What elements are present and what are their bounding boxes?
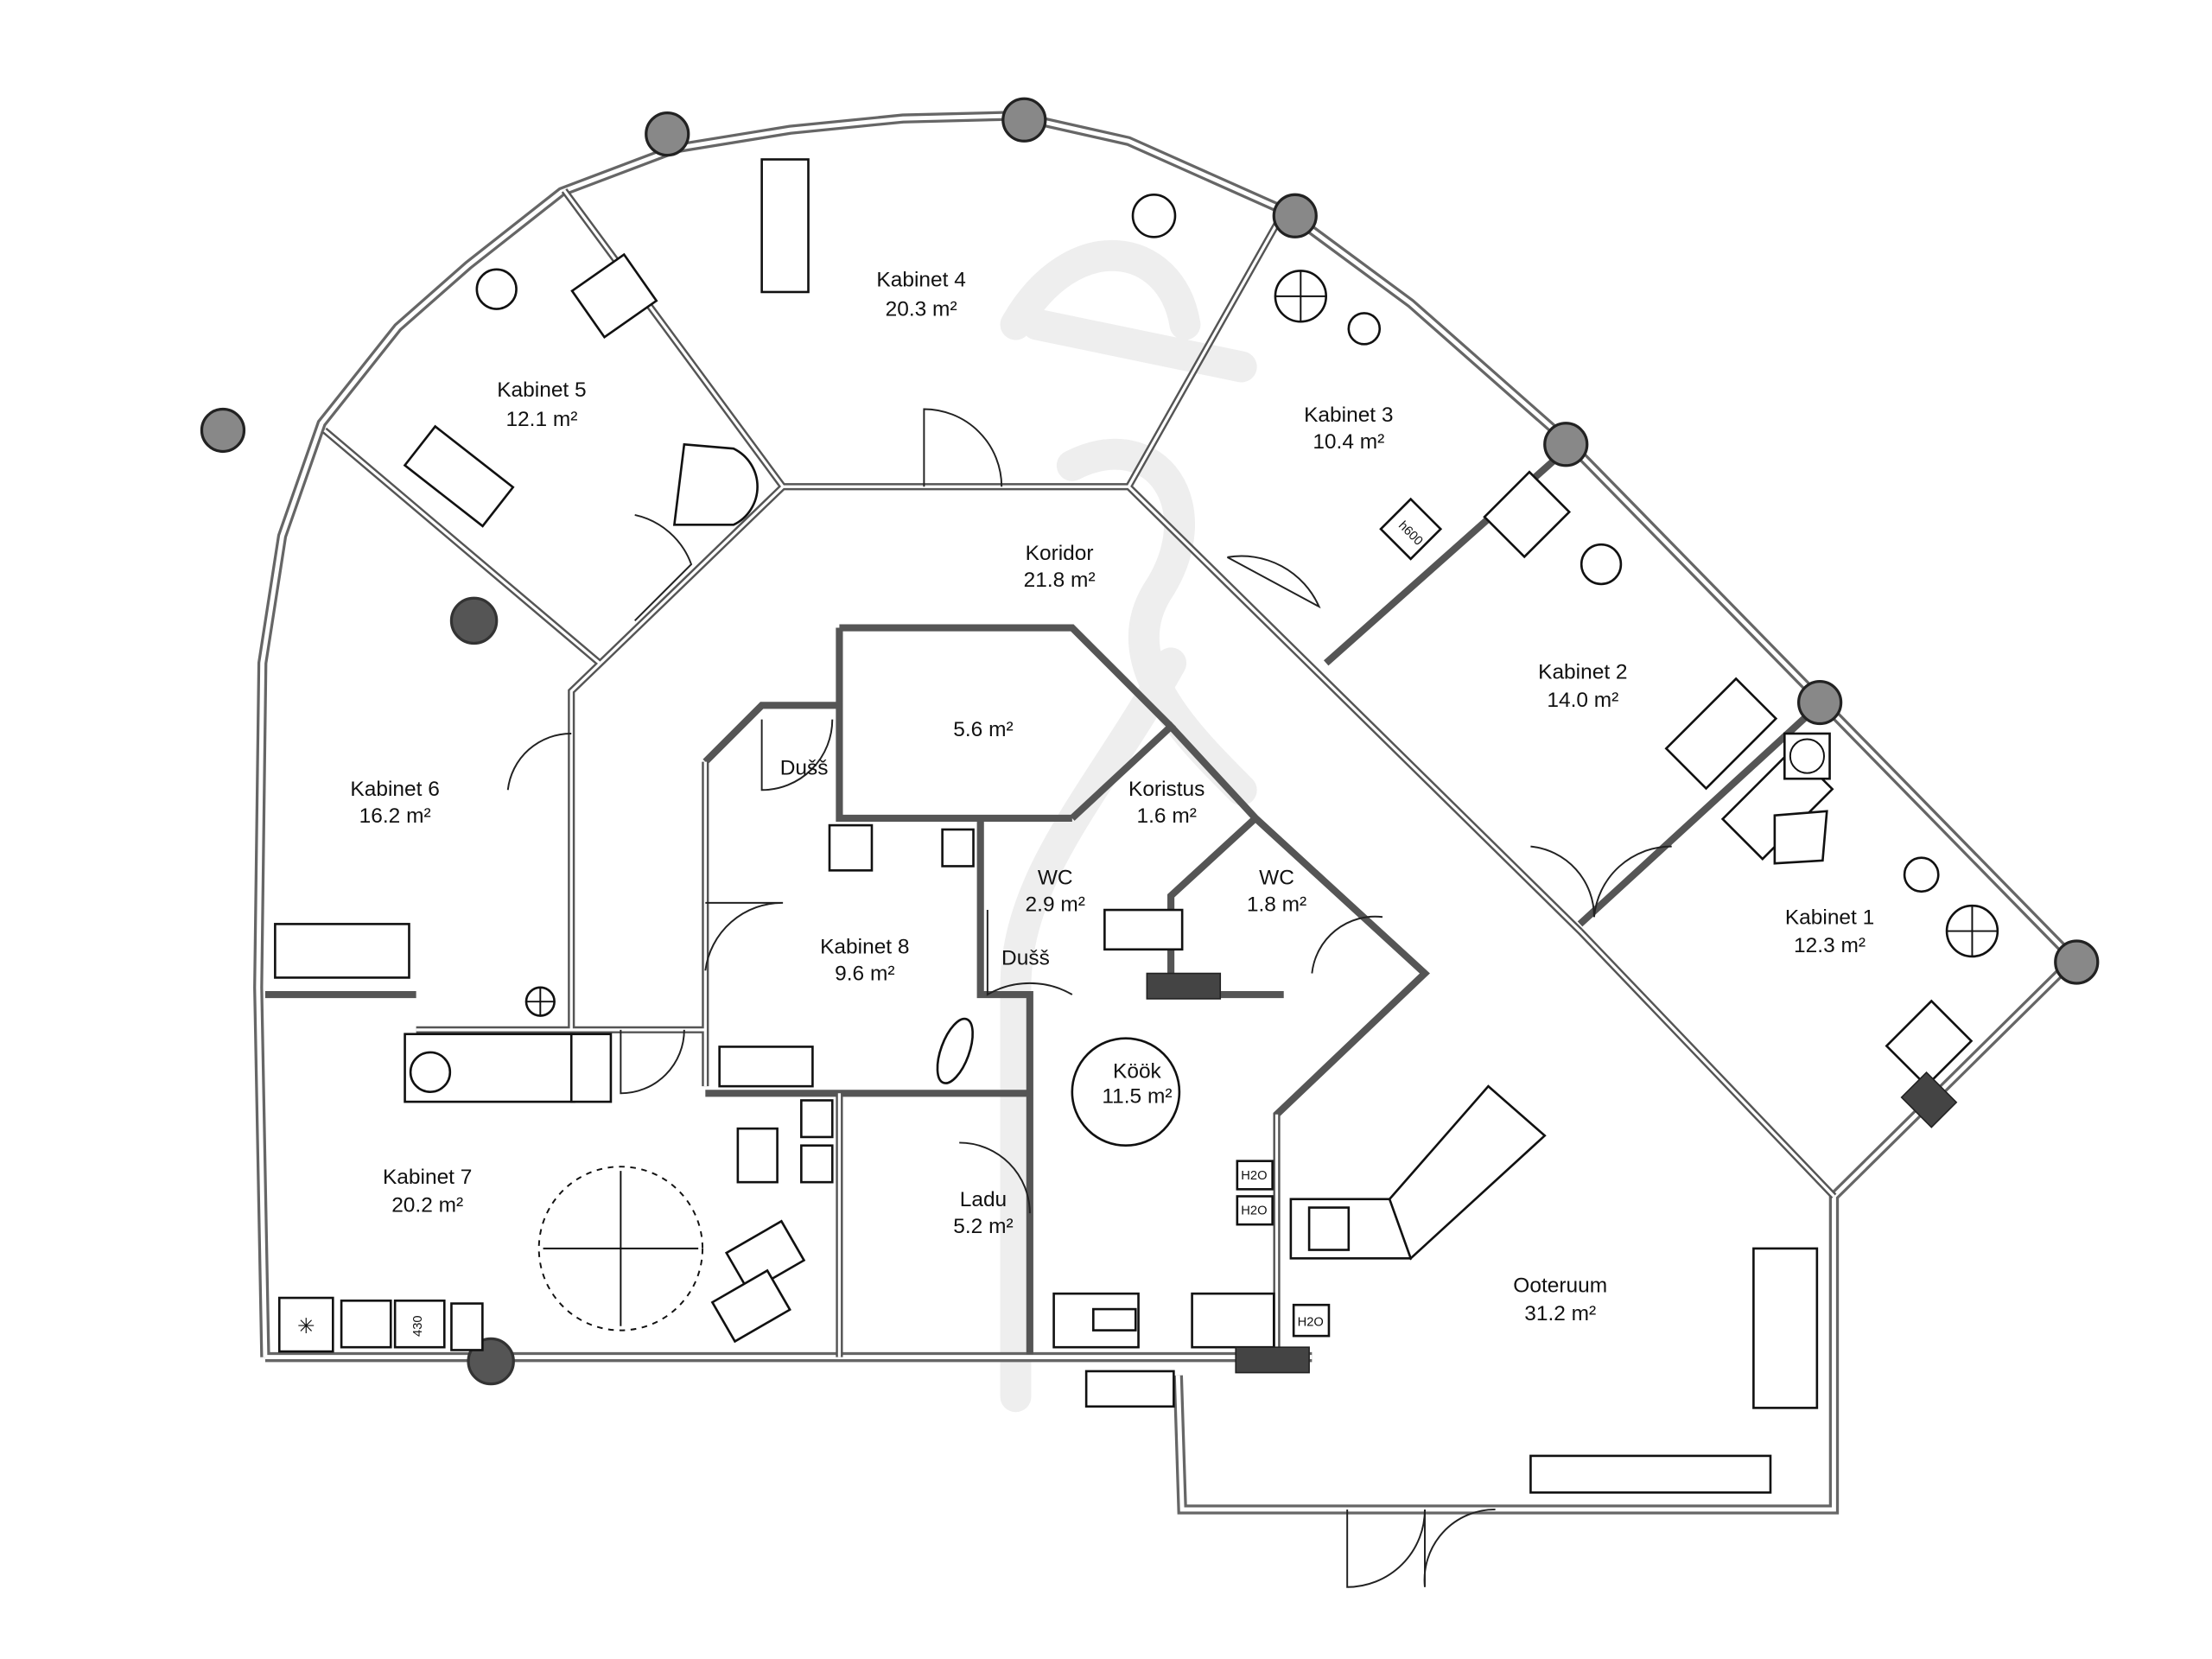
water-dispenser-label: H2O <box>1241 1169 1267 1183</box>
pillars <box>200 97 2100 1386</box>
pillar <box>200 407 246 454</box>
room-name: Ladu <box>960 1188 1007 1211</box>
pillar <box>1543 422 1589 467</box>
room-area: 14.0 m² <box>1547 689 1618 712</box>
room-area: 16.2 m² <box>359 804 431 828</box>
pillar <box>1797 679 1843 726</box>
room-name: WC <box>1259 867 1294 890</box>
room-kabinet-2: Kabinet 2 14.0 m² <box>1538 660 1627 712</box>
room-kabinet-8: Kabinet 8 9.6 m² <box>820 936 909 986</box>
room-name: Kabinet 5 <box>497 378 586 402</box>
pillar <box>645 111 690 157</box>
room-locker: 5.6 m² <box>953 718 1013 741</box>
room-kabinet-5: Kabinet 5 12.1 m² <box>497 378 586 431</box>
room-area: 20.3 m² <box>886 298 957 321</box>
shower-label: Dušš <box>780 756 829 779</box>
watermark-logo <box>1000 239 1257 1413</box>
room-area: 5.6 m² <box>953 718 1013 741</box>
room-kabinet-3: Kabinet 3 10.4 m² <box>1304 404 1393 454</box>
room-name: WC <box>1038 867 1073 890</box>
stove-icon: ✳ <box>297 1315 315 1338</box>
room-wc-2: WC 1.8 m² <box>1247 867 1306 917</box>
room-area: 10.4 m² <box>1313 430 1384 454</box>
room-area: 5.2 m² <box>953 1215 1013 1238</box>
room-name: Kabinet 6 <box>350 778 439 801</box>
water-dispenser-label: H2O <box>1241 1205 1267 1218</box>
room-name: Koristus <box>1128 778 1205 801</box>
room-koristus: Koristus 1.6 m² <box>1128 778 1205 828</box>
room-area: 1.6 m² <box>1137 804 1197 828</box>
room-kabinet-4: Kabinet 4 20.3 m² <box>876 268 965 321</box>
doors <box>506 408 1672 1588</box>
room-kabinet-6: Kabinet 6 16.2 m² <box>350 778 439 828</box>
room-koridor: Koridor 21.8 m² <box>1024 542 1096 592</box>
room-name: Koridor <box>1026 542 1094 565</box>
room-area: 21.8 m² <box>1024 569 1096 592</box>
pillar <box>2054 939 2100 985</box>
room-name: Ooteruum <box>1513 1274 1607 1298</box>
room-labels: Kabinet 4 20.3 m² Kabinet 5 12.1 m² Kabine… <box>350 268 1874 1325</box>
room-area: 2.9 m² <box>1026 893 1085 917</box>
furniture: h600 ✳ 430 H2O <box>274 158 1999 1494</box>
room-kabinet-7: Kabinet 7 20.2 m² <box>383 1166 472 1217</box>
pillar <box>1001 97 1047 143</box>
room-ladu: Ladu 5.2 m² <box>953 1188 1013 1238</box>
room-name: Kabinet 7 <box>383 1166 472 1189</box>
room-name: Kabinet 4 <box>876 268 965 291</box>
pillar <box>449 596 499 645</box>
room-name: Köök <box>1113 1059 1162 1083</box>
room-area: 1.8 m² <box>1247 893 1306 917</box>
pillar <box>1272 193 1318 238</box>
outer-walls <box>253 111 2082 1515</box>
shower-label: Dušš <box>1001 947 1050 970</box>
room-area: 9.6 m² <box>835 963 894 986</box>
room-name: Kabinet 2 <box>1538 660 1627 683</box>
room-name: Kabinet 1 <box>1785 906 1874 929</box>
room-name: Kabinet 8 <box>820 936 909 959</box>
room-name: Kabinet 3 <box>1304 404 1393 427</box>
room-ooteruum: Ooteruum 31.2 m² <box>1513 1274 1607 1326</box>
room-area: 12.3 m² <box>1794 934 1866 957</box>
room-area: 31.2 m² <box>1524 1302 1596 1325</box>
room-kabinet-1: Kabinet 1 12.3 m² <box>1785 906 1874 957</box>
room-area: 20.2 m² <box>391 1193 463 1217</box>
room-wc-1: WC 2.9 m² <box>1026 867 1085 917</box>
oven-width-label: 430 <box>411 1315 425 1337</box>
room-area: 11.5 m² <box>1102 1085 1172 1109</box>
room-area: 12.1 m² <box>505 408 577 431</box>
interior-walls <box>264 188 1837 1357</box>
water-dispenser-label: H2O <box>1298 1316 1324 1330</box>
